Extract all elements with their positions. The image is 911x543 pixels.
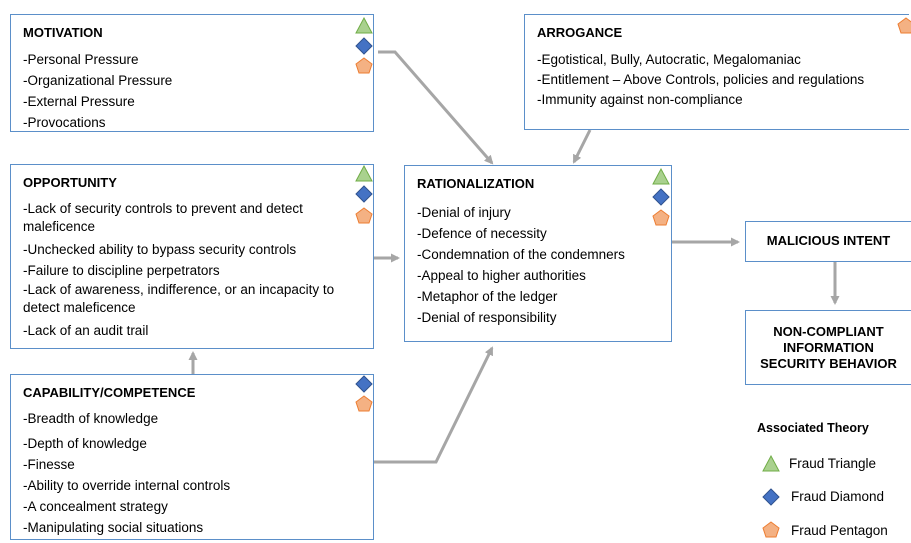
arrogance-box: ARROGANCE -Egotistical, Bully, Autocrati…: [524, 14, 911, 130]
list-item: -External Pressure: [23, 94, 135, 109]
fraud-triangle-icon: [652, 168, 670, 185]
arrow-arrogance-to-rationalization: [572, 129, 592, 164]
fraud-triangle-icon: [355, 17, 373, 34]
list-item: -Failure to discipline perpetrators: [23, 263, 220, 278]
malicious-intent-title: MALICIOUS INTENT: [766, 233, 891, 248]
noncompliant-behavior-box: NON-COMPLIANT INFORMATION SECURITY BEHAV…: [745, 310, 911, 385]
motivation-box: MOTIVATION -Personal Pressure -Organizat…: [10, 14, 374, 132]
fraud-diamond-icon: [355, 375, 373, 393]
list-item: -Unchecked ability to bypass security co…: [23, 242, 297, 257]
malicious-intent-box: MALICIOUS INTENT: [745, 221, 911, 262]
rationalization-title: RATIONALIZATION: [417, 176, 535, 191]
arrow-motivation-to-rationalization: [378, 50, 494, 165]
opportunity-box: OPPORTUNITY -Lack of security controls t…: [10, 164, 374, 349]
list-item: -Metaphor of the ledger: [417, 289, 558, 304]
legend-title: Associated Theory: [757, 421, 869, 435]
rationalization-list: -Denial of injury -Defence of necessity …: [417, 202, 667, 328]
list-item: -A concealment strategy: [23, 499, 168, 514]
fraud-diamond-icon: [652, 188, 670, 206]
list-item: -Depth of knowledge: [23, 436, 147, 451]
fraud-pentagon-icon: [652, 209, 670, 226]
list-item: -Lack of security controls to prevent an…: [23, 201, 303, 234]
fraud-triangle-icon: [355, 165, 373, 182]
list-item: -Organizational Pressure: [23, 73, 173, 88]
opportunity-list: -Lack of security controls to prevent an…: [23, 200, 343, 341]
fraud-diamond-icon: [762, 488, 780, 506]
fraud-diamond-icon: [355, 37, 373, 55]
noncompliant-behavior-title: NON-COMPLIANT INFORMATION SECURITY BEHAV…: [760, 324, 897, 371]
fraud-triangle-icon: [762, 455, 780, 472]
list-item: -Entitlement – Above Controls, policies …: [537, 72, 865, 87]
list-item: -Egotistical, Bully, Autocratic, Megalom…: [537, 52, 801, 67]
list-item: -Denial of responsibility: [417, 310, 557, 325]
arrogance-list: -Egotistical, Bully, Autocratic, Megalom…: [537, 49, 889, 110]
list-item: -Ability to override internal controls: [23, 478, 231, 493]
rationalization-box: RATIONALIZATION -Denial of injury -Defen…: [404, 165, 672, 342]
fraud-pentagon-icon: [762, 521, 780, 538]
fraud-pentagon-icon: [897, 17, 911, 34]
capability-title: CAPABILITY/COMPETENCE: [23, 385, 196, 400]
list-item: -Lack of an audit trail: [23, 323, 149, 338]
list-item: -Lack of awareness, indifference, or an …: [23, 282, 335, 315]
list-item: -Finesse: [23, 457, 75, 472]
list-item: -Personal Pressure: [23, 52, 139, 67]
list-item: -Immunity against non-compliance: [537, 92, 743, 107]
list-item: -Breadth of knowledge: [23, 411, 159, 426]
list-item: -Manipulating social situations: [23, 520, 204, 535]
list-item: -Provocations: [23, 115, 106, 130]
arrow-capability-to-rationalization: [374, 346, 494, 464]
fraud-pentagon-icon: [355, 395, 373, 412]
list-item: -Condemnation of the condemners: [417, 247, 625, 262]
fraud-pentagon-icon: [355, 207, 373, 224]
legend-label-fraud-triangle: Fraud Triangle: [789, 456, 877, 471]
motivation-list: -Personal Pressure -Organizational Press…: [23, 49, 365, 133]
list-item: -Appeal to higher authorities: [417, 268, 586, 283]
arrogance-title: ARROGANCE: [537, 25, 623, 40]
list-item: -Denial of injury: [417, 205, 511, 220]
fraud-diamond-icon: [355, 185, 373, 203]
fraud-pentagon-icon: [355, 57, 373, 74]
capability-box: CAPABILITY/COMPETENCE -Breadth of knowle…: [10, 374, 374, 540]
legend-label-fraud-pentagon: Fraud Pentagon: [791, 523, 888, 538]
legend-label-fraud-diamond: Fraud Diamond: [791, 489, 885, 504]
list-item: -Defence of necessity: [417, 226, 547, 241]
motivation-title: MOTIVATION: [23, 25, 103, 40]
opportunity-title: OPPORTUNITY: [23, 175, 117, 190]
capability-list: -Breadth of knowledge -Depth of knowledg…: [23, 408, 365, 538]
